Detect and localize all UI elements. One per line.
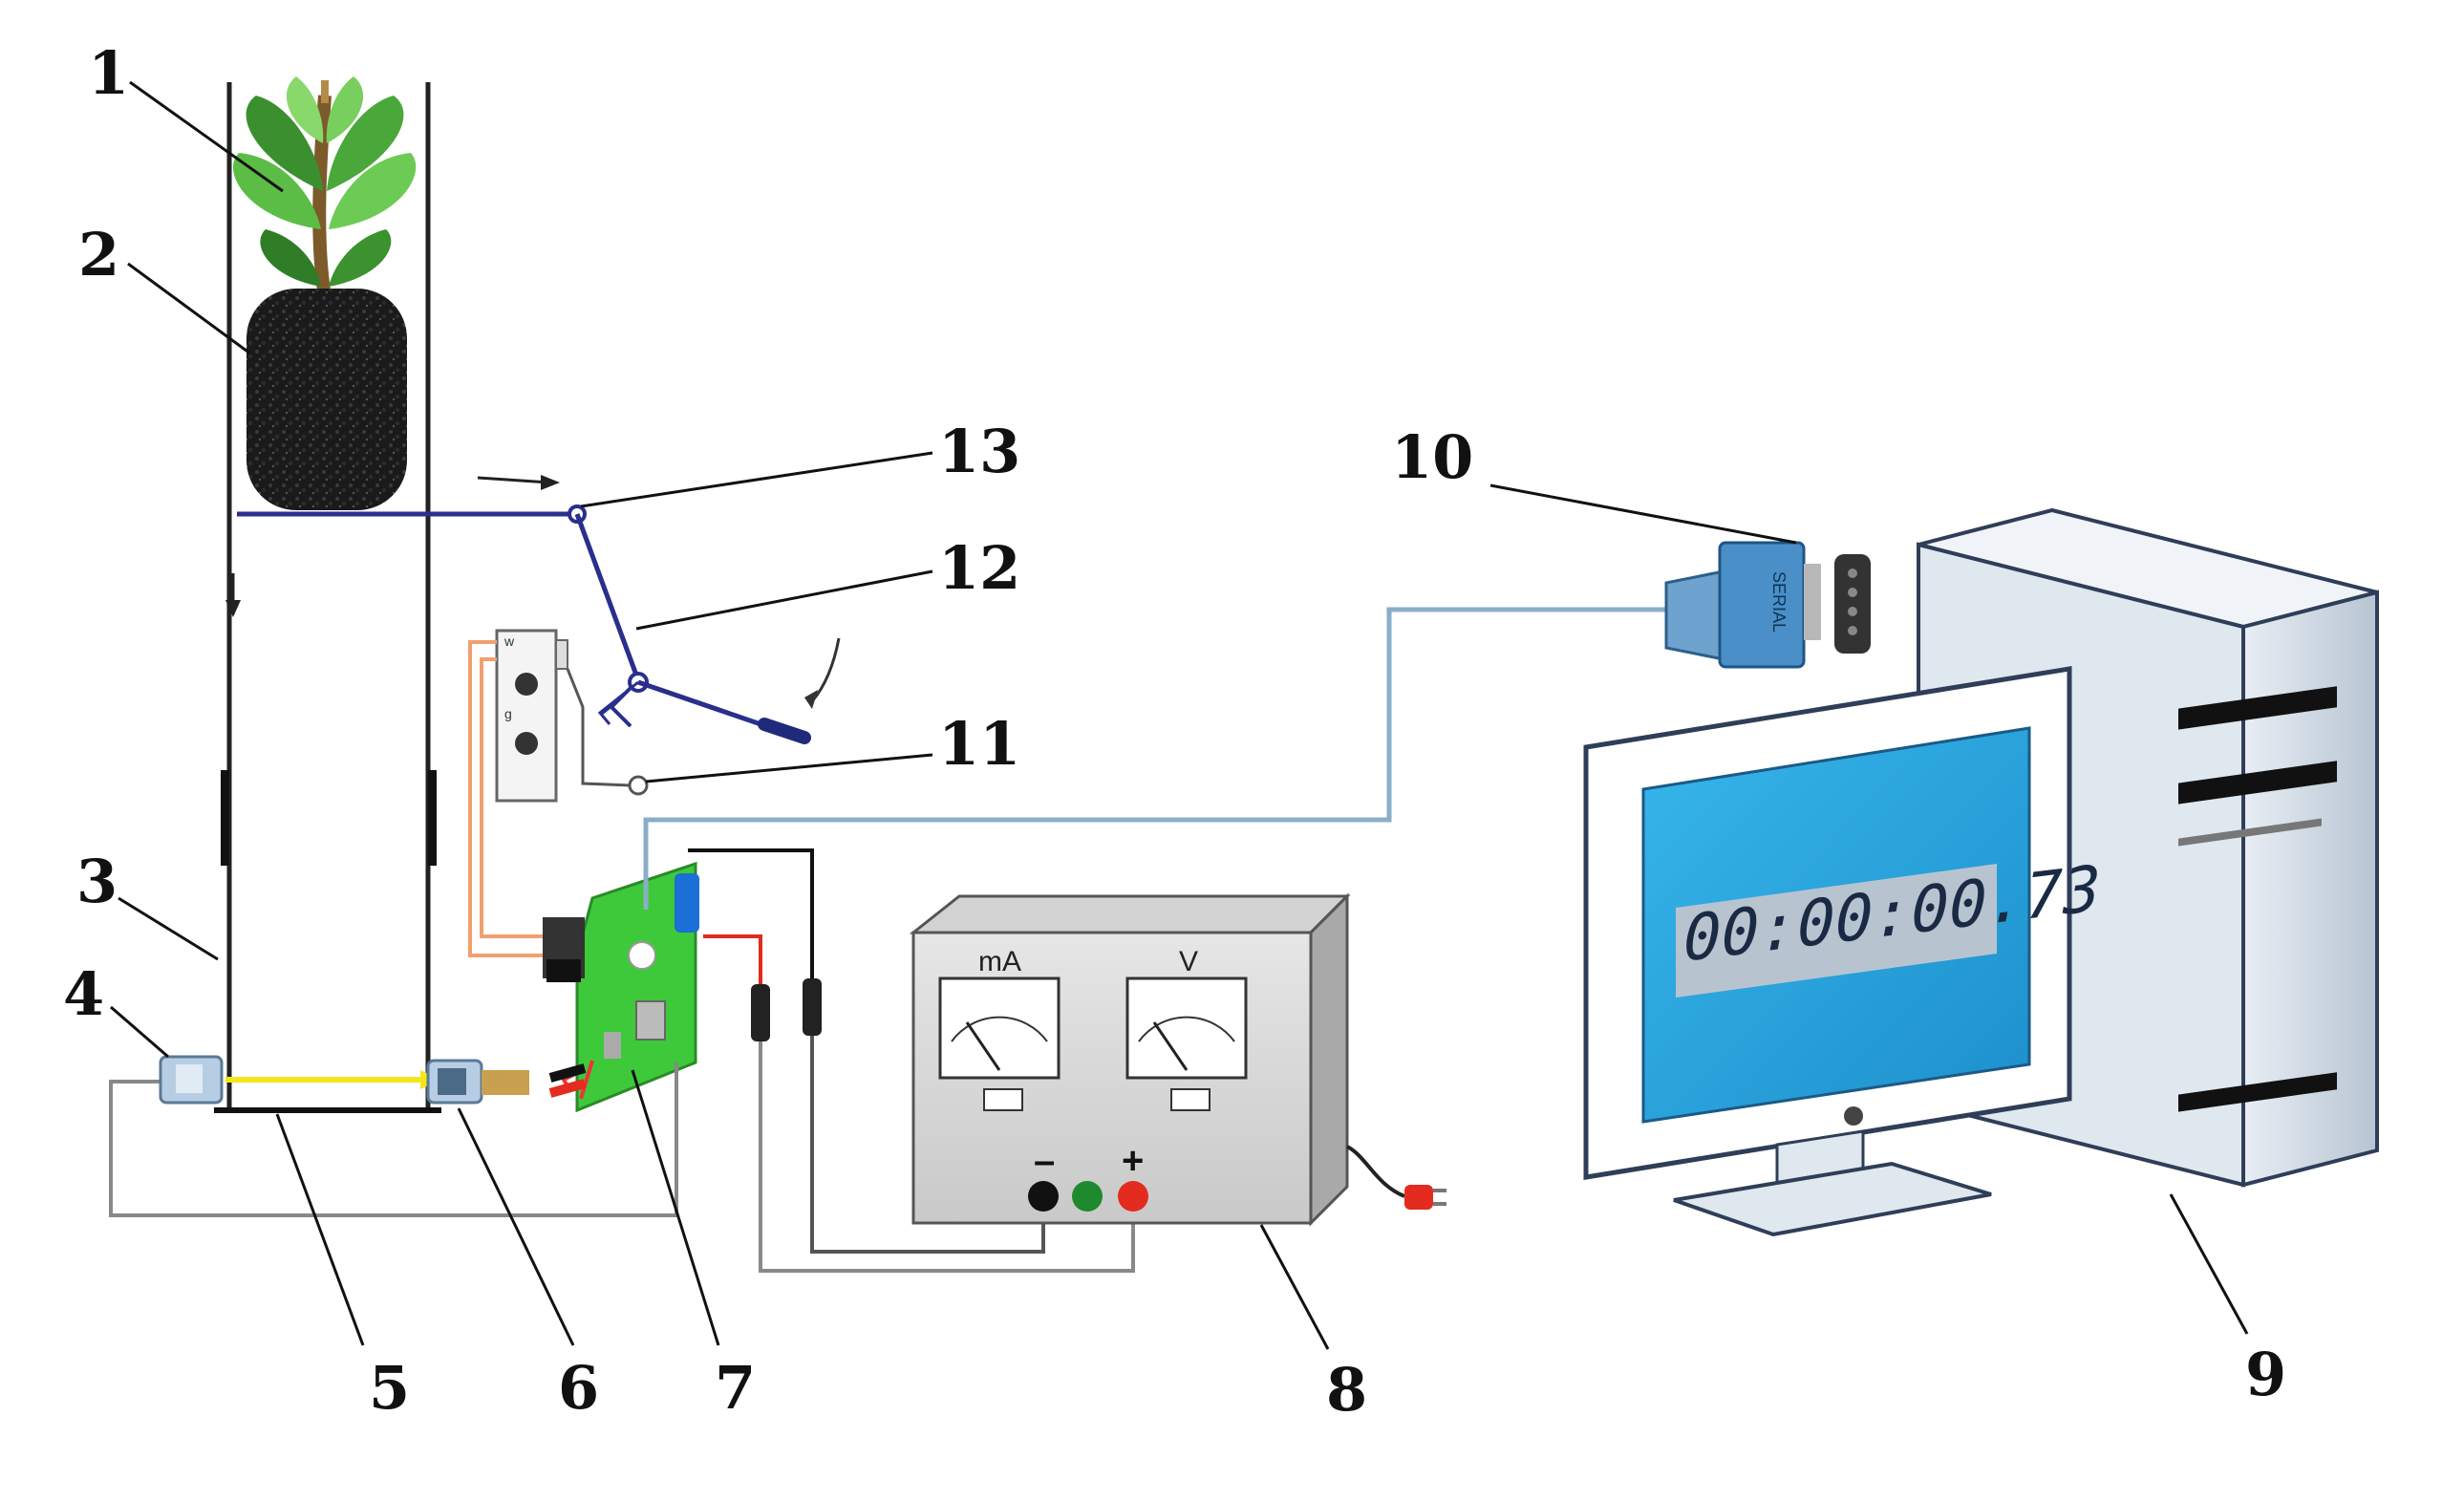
label-2: 2 bbox=[78, 220, 119, 290]
label-4: 4 bbox=[63, 959, 104, 1029]
serial-text: SERIAL bbox=[1769, 571, 1789, 633]
release-lever bbox=[237, 475, 841, 744]
plant bbox=[232, 76, 417, 298]
leads bbox=[688, 848, 1135, 1273]
seedling-tube bbox=[214, 82, 441, 1113]
label-5: 5 bbox=[369, 1353, 410, 1423]
label-11: 11 bbox=[938, 709, 1020, 779]
callout-numbers: 1 2 3 4 5 6 7 8 9 10 11 12 13 bbox=[63, 38, 2286, 1425]
power-supply: mA V – + bbox=[909, 892, 1446, 1227]
label-7: 7 bbox=[715, 1353, 756, 1423]
serial-adapter: SERIAL bbox=[1664, 541, 1871, 669]
label-9: 9 bbox=[2245, 1340, 2286, 1409]
signal-cable bbox=[643, 607, 1672, 910]
leader-lines bbox=[110, 80, 2249, 1350]
light-barrier bbox=[109, 1055, 678, 1217]
control-board bbox=[543, 861, 699, 1113]
label-6: 6 bbox=[558, 1353, 599, 1423]
limit-switch: w g bbox=[495, 629, 649, 803]
orange-wires bbox=[468, 640, 558, 957]
label-8: 8 bbox=[1326, 1355, 1367, 1425]
plus-label: + bbox=[1122, 1140, 1144, 1182]
label-1: 1 bbox=[88, 38, 129, 108]
meter-label-ma: mA bbox=[978, 946, 1021, 977]
svg-text:g: g bbox=[504, 706, 512, 721]
label-3: 3 bbox=[76, 847, 118, 916]
minus-label: – bbox=[1034, 1140, 1055, 1182]
svg-text:w: w bbox=[504, 633, 515, 649]
label-12: 12 bbox=[938, 533, 1020, 603]
monitor: 00:00:00.73 bbox=[1583, 666, 2101, 1237]
label-10: 10 bbox=[1391, 422, 1473, 492]
meter-label-v: V bbox=[1179, 946, 1198, 977]
label-13: 13 bbox=[938, 417, 1020, 486]
soil-plug bbox=[246, 289, 407, 510]
